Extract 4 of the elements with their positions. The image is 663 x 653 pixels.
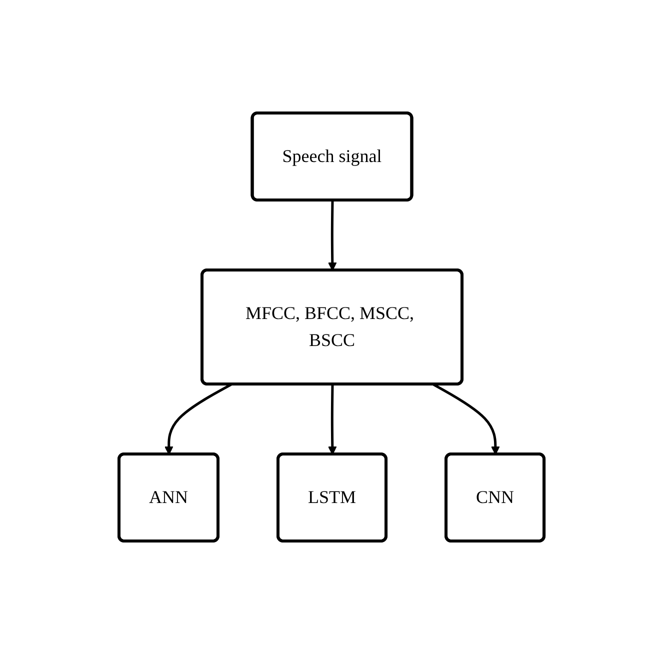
arrow <box>328 384 337 454</box>
arrow <box>164 382 232 454</box>
arrow <box>328 200 337 270</box>
arrow <box>432 382 500 454</box>
